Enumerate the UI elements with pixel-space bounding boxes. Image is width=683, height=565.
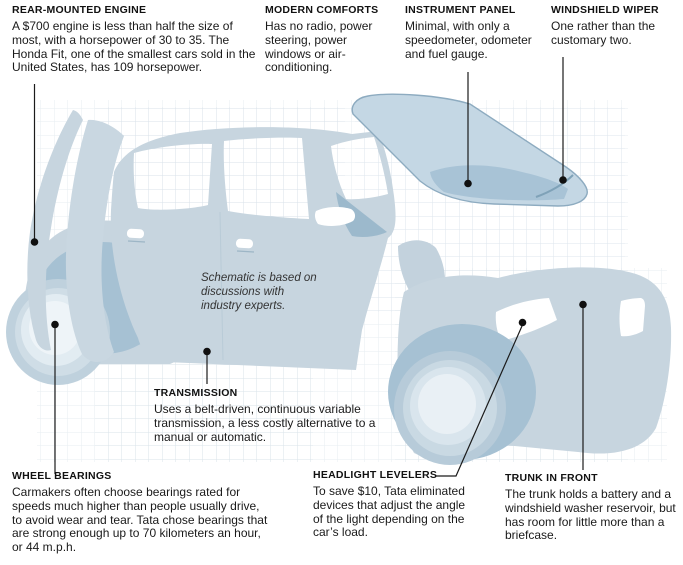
car-body-side-view bbox=[110, 127, 396, 371]
callout-body: The trunk holds a battery and a windshie… bbox=[505, 487, 676, 543]
instrument-panel-dashboard bbox=[430, 165, 568, 201]
callout-dots bbox=[30, 176, 587, 356]
callout-body: Minimal, with only a speedometer, odomet… bbox=[405, 19, 532, 61]
callout-title: WINDSHIELD WIPER bbox=[551, 4, 659, 16]
wiper-blade bbox=[535, 174, 574, 198]
cowl-piece bbox=[398, 240, 446, 292]
callout-rear-engine: REAR-MOUNTED ENGINE A $700 engine is les… bbox=[12, 4, 262, 75]
dot-instrument-panel bbox=[464, 179, 472, 188]
leader-headlight-levelers bbox=[436, 325, 523, 477]
dot-transmission bbox=[203, 347, 211, 356]
callout-body: Carmakers often choose bearings rated fo… bbox=[12, 485, 268, 555]
callout-transmission: TRANSMISSION Uses a belt-driven, continu… bbox=[154, 387, 402, 444]
callout-body: A $700 engine is less than half the size… bbox=[12, 19, 256, 75]
front-wheel bbox=[394, 351, 506, 465]
callout-title: TRUNK IN FRONT bbox=[505, 472, 598, 484]
rear-bumper-blade-inner bbox=[65, 119, 124, 363]
callout-trunk-in-front: TRUNK IN FRONT The trunk holds a battery… bbox=[505, 472, 680, 543]
side-mirror bbox=[314, 206, 356, 226]
callout-title: WHEEL BEARINGS bbox=[12, 470, 112, 482]
schematic-source-note: Schematic is based on discussions with i… bbox=[201, 272, 317, 312]
callout-title: MODERN COMFORTS bbox=[265, 4, 379, 16]
dot-wheel-bearings bbox=[51, 320, 59, 329]
door-handle-front bbox=[235, 238, 255, 253]
dot-headlight-levelers bbox=[518, 318, 527, 327]
callout-title: TRANSMISSION bbox=[154, 387, 238, 399]
dot-rear-engine bbox=[30, 238, 39, 246]
callout-title: REAR-MOUNTED ENGINE bbox=[12, 4, 147, 16]
leader-lines bbox=[33, 57, 584, 477]
callout-instrument-panel: INSTRUMENT PANEL Minimal, with only a sp… bbox=[405, 4, 555, 61]
a-pillar-sail-panel bbox=[336, 192, 387, 237]
callout-headlight-levelers: HEADLIGHT LEVELERS To save $10, Tata eli… bbox=[313, 469, 471, 540]
callout-wheel-bearings: WHEEL BEARINGS Carmakers often choose be… bbox=[12, 470, 268, 555]
headlight-left bbox=[495, 298, 557, 341]
callout-modern-comforts: MODERN COMFORTS Has no radio, power stee… bbox=[265, 4, 391, 75]
callout-body: Uses a belt-driven, continuous variable … bbox=[154, 402, 376, 444]
dot-trunk bbox=[579, 300, 587, 309]
car-body-shell bbox=[110, 127, 396, 371]
callout-windshield-wiper: WINDSHIELD WIPER One rather than the cus… bbox=[551, 4, 679, 48]
callout-title: INSTRUMENT PANEL bbox=[405, 4, 516, 16]
dot-windshield-wiper bbox=[559, 176, 567, 184]
callout-body: One rather than the customary two. bbox=[551, 19, 656, 47]
callout-body: To save $10, Tata eliminated devices tha… bbox=[313, 484, 466, 540]
rear-bumper-blade-outer bbox=[27, 110, 84, 351]
headlight-right bbox=[619, 298, 645, 337]
callout-body: Has no radio, power steering, power wind… bbox=[265, 19, 373, 75]
door-seam bbox=[219, 211, 224, 361]
front-end-panel bbox=[388, 240, 672, 465]
door-handle-rear bbox=[126, 228, 146, 243]
callout-title: HEADLIGHT LEVELERS bbox=[313, 469, 438, 481]
windshield-panel bbox=[351, 93, 588, 207]
